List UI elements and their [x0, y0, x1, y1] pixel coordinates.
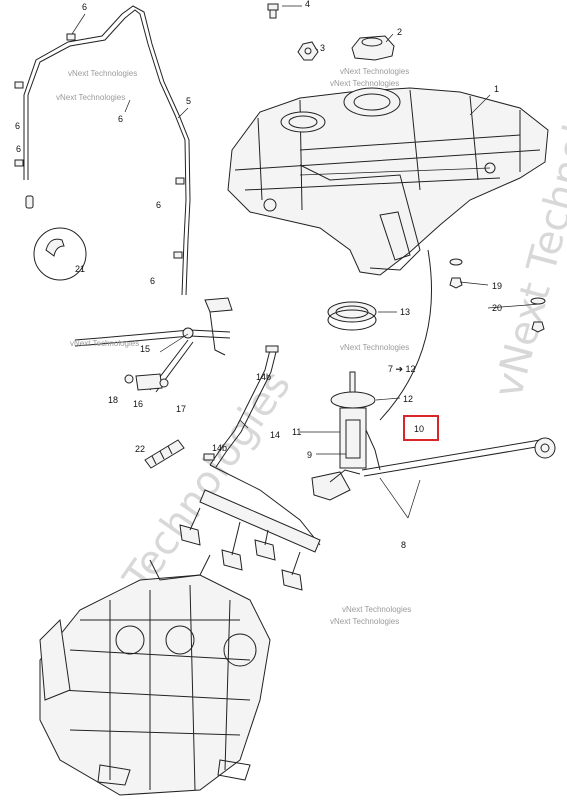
diagonal-watermark-2: vNext Technologies — [485, 17, 567, 402]
watermark-6: vNext Technologies — [70, 339, 139, 348]
callout-10-highlight — [403, 415, 439, 441]
fastener — [267, 3, 279, 19]
fuel-supply-hose — [203, 345, 321, 546]
callout-17: 17 — [176, 404, 186, 414]
vent-hose — [23, 5, 191, 296]
watermark-1: vNext Technologies — [68, 69, 137, 78]
callout-20: 20 — [492, 303, 502, 313]
filler-cap — [351, 35, 395, 61]
callout-14b-bottom: 14b — [212, 443, 227, 453]
callout-6a: 6 — [82, 2, 87, 12]
lock-ring — [327, 301, 377, 331]
watermark-4: vNext Technologies — [330, 79, 399, 88]
callout-21: 21 — [75, 264, 85, 274]
callout-14: 14 — [270, 430, 280, 440]
callout-6e: 6 — [150, 276, 155, 286]
callout-8: 8 — [401, 540, 406, 550]
callout-16: 16 — [133, 399, 143, 409]
callout-13: 13 — [400, 307, 410, 317]
callout-6b: 6 — [15, 121, 20, 131]
watermark-3: vNext Technologies — [340, 67, 409, 76]
hose-clip-set — [14, 33, 185, 259]
watermark-5: vNext Technologies — [340, 343, 409, 352]
callout-4: 4 — [305, 0, 310, 9]
callout-1: 1 — [494, 84, 499, 94]
callout-5: 5 — [186, 96, 191, 106]
callout-7: 7 ➔ 12 — [388, 364, 416, 374]
callout-2: 2 — [397, 27, 402, 37]
callout-12: 12 — [403, 394, 413, 404]
callout-6f: 6 — [16, 144, 21, 154]
watermark-2: vNext Technologies — [56, 93, 125, 102]
callout-3: 3 — [320, 43, 325, 53]
watermark-7: vNext Technologies — [342, 605, 411, 614]
callout-6c: 6 — [118, 114, 123, 124]
hose-22 — [144, 439, 185, 469]
grommet — [297, 41, 319, 61]
callout-6d: 6 — [156, 200, 161, 210]
fuel-injectors — [179, 489, 321, 591]
hose-piece — [33, 227, 87, 281]
callout-10: 10 — [414, 424, 424, 434]
callout-11: 11 — [292, 427, 301, 437]
fuel-tank — [227, 87, 549, 276]
engine-block — [39, 554, 271, 796]
callout-14b-top: 14b — [256, 372, 271, 382]
callout-9: 9 — [307, 450, 312, 460]
callout-18: 18 — [108, 395, 118, 405]
fuel-level-sensor — [311, 437, 556, 501]
callout-19: 19 — [492, 281, 502, 291]
callout-15: 15 — [140, 344, 150, 354]
washer-nut-set — [449, 258, 546, 333]
leader-lines — [71, 5, 541, 519]
watermark-8: vNext Technologies — [330, 617, 399, 626]
vent-fitting — [25, 195, 34, 209]
fuel-rail-bracket — [74, 297, 233, 393]
callout-22: 22 — [135, 444, 145, 454]
fuel-pump-assembly — [330, 249, 433, 471]
